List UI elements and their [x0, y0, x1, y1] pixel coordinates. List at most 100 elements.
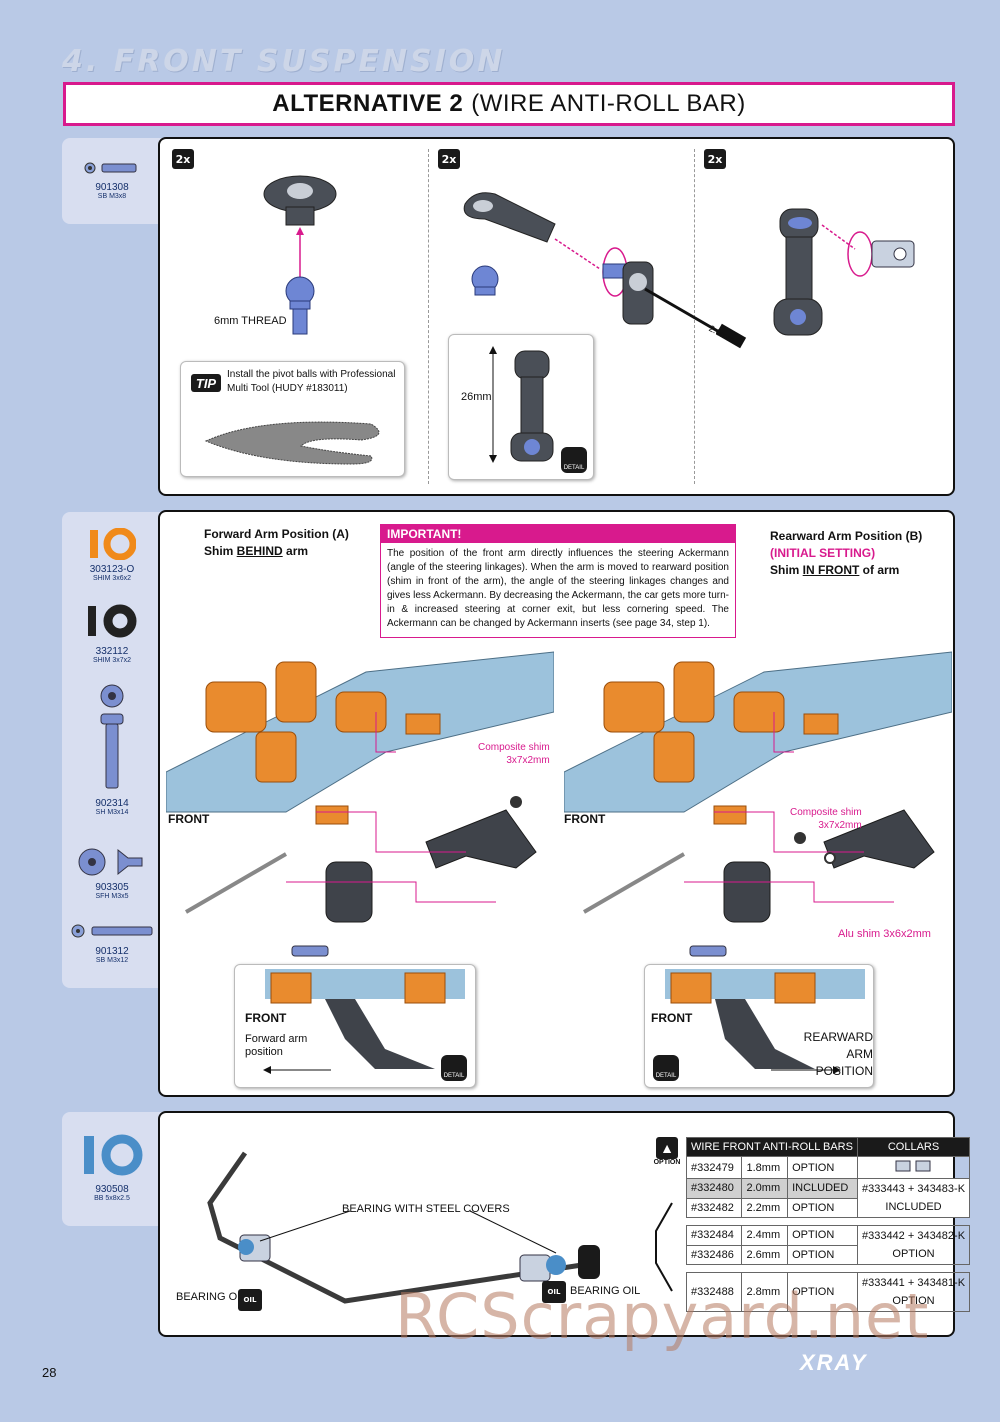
quantity-badge: 2x: [704, 149, 726, 169]
part-desc: SFH M3x5: [95, 893, 129, 900]
table-row: #332482 2.2mm OPTION: [685, 1197, 970, 1218]
table-header: COLLARS: [856, 1137, 971, 1157]
screw-icon: [84, 162, 137, 174]
part-desc: SHIM 3x7x2: [92, 657, 132, 664]
bracket-icon: [655, 1202, 673, 1292]
rod-end-length-illustration: [489, 346, 554, 463]
right-arrow: [771, 1066, 841, 1074]
important-box: IMPORTANT! The position of the front arm…: [380, 524, 736, 638]
forward-title: Forward Arm Position (A): [204, 527, 349, 541]
option-label: OPTION: [653, 1159, 681, 1166]
collar-icons: [856, 1156, 971, 1179]
front-label: FRONT: [168, 812, 210, 826]
rearward-position-heading: Rearward Arm Position (B) (INITIAL SETTI…: [770, 528, 922, 579]
rear-shim-note: Shim IN FRONT of arm: [770, 563, 900, 577]
part-desc: BB 5x8x2.5: [94, 1195, 130, 1202]
part-desc: SB M3x12: [95, 957, 129, 964]
step3-panel: BEARING WITH STEEL COVERS BEARING OIL BE…: [158, 1111, 971, 1337]
oil-icon: OIL: [238, 1289, 262, 1311]
quantity-badge: 2x: [172, 149, 194, 169]
multi-tool-illustration: [204, 421, 380, 465]
table-header: WIRE FRONT ANTI-ROLL BARS: [686, 1137, 858, 1157]
page-number: 28: [42, 1365, 57, 1380]
rearward-arm-position-label: REARWARD ARM POSITION: [803, 1030, 873, 1078]
part-number: 930508: [95, 1184, 129, 1195]
forward-arm-position-label: Forward arm position: [245, 1033, 308, 1058]
rearward-arm-detail-illustration: [665, 969, 865, 1069]
bearing-oil-label: BEARING OIL: [176, 1291, 247, 1303]
watermark: RCScrapyard.net: [395, 1280, 930, 1353]
part-number: 903305: [95, 882, 129, 893]
parts-column-step1: 901308 SB M3x8: [62, 138, 162, 224]
anti-roll-bar-table: WIRE FRONT ANTI-ROLL BARS COLLARS #33247…: [685, 1137, 971, 1312]
initial-setting-label: (INITIAL SETTING): [770, 546, 876, 560]
bearing-with-covers-label: BEARING WITH STEEL COVERS: [342, 1203, 510, 1215]
collar-cell: #333441 + 343481-K OPTION: [856, 1272, 971, 1312]
table-row: #332479 1.8mm OPTION: [685, 1156, 971, 1179]
bearing-icon: [84, 1134, 143, 1176]
banner-bold: ALTERNATIVE 2: [272, 90, 464, 117]
tip-text: Install the pivot balls with Professiona…: [227, 369, 396, 394]
socket-head-screw-icon: [100, 684, 124, 789]
thumbs-up-icon: ▲: [656, 1137, 678, 1159]
front-label: FRONT: [245, 1011, 287, 1025]
important-heading: IMPORTANT!: [381, 525, 735, 543]
parts-column-step3: 930508 BB 5x8x2.5: [62, 1112, 162, 1226]
quantity-badge: 2x: [438, 149, 460, 169]
alu-shim-label: Alu shim 3x6x2mm: [838, 928, 931, 940]
important-text: The position of the front arm directly i…: [387, 548, 729, 629]
part-number: 332112: [95, 646, 129, 657]
part-number: 901308: [95, 182, 129, 193]
table-row: #332486 2.6mm OPTION: [685, 1244, 970, 1265]
collar-icon: [895, 1160, 930, 1172]
bearing-oil-label: BEARING OIL: [570, 1285, 641, 1297]
section-title: 4. FRONT SUSPENSION: [62, 44, 506, 79]
table-row: #332484 2.4mm OPTION #333442 + 343482-K …: [685, 1225, 971, 1265]
part-desc: SH M3x14: [95, 809, 129, 816]
divider: [428, 149, 429, 484]
forward-position-heading: Forward Arm Position (A) Shim BEHIND arm: [204, 526, 349, 560]
forward-arm-detail-illustration: [265, 969, 465, 1069]
rearward-title: Rearward Arm Position (B): [770, 529, 923, 543]
part-number: 303123-O: [89, 564, 135, 575]
tip-box: TIP Install the pivot balls with Profess…: [180, 361, 405, 477]
option-marker: ▲ OPTION: [652, 1137, 682, 1166]
detail-icon: DETAIL: [561, 447, 587, 473]
front-label: FRONT: [564, 812, 606, 826]
rod-end-assembly-illustration: [463, 192, 747, 349]
rearward-arm-assembly-illustration: [564, 651, 952, 957]
banner-subtitle: (WIRE ANTI-ROLL BAR): [471, 90, 746, 117]
button-head-screw-icon: [71, 924, 153, 938]
thread-label: 6mm THREAD: [214, 315, 287, 327]
length-label: 26mm: [461, 391, 492, 403]
black-shim-icon: [88, 604, 137, 638]
rod-end-pivot-ball-illustration: [263, 175, 337, 335]
step2-panel: Forward Arm Position (A) Shim BEHIND arm…: [158, 510, 955, 1097]
left-arrow: [263, 1066, 331, 1074]
step-banner: ALTERNATIVE 2 (WIRE ANTI-ROLL BAR): [63, 82, 955, 126]
part-desc: SHIM 3x6x2: [92, 575, 132, 582]
length-detail-box: 26mm DETAIL: [448, 334, 594, 480]
orange-shim-icon: [90, 528, 136, 560]
step1-panel: 2x 2x 2x 6mm THREAD TIP Install the pivo…: [158, 137, 955, 496]
detail-icon: DETAIL: [653, 1055, 679, 1081]
composite-shim-label: Composite shim 3x7x2mm: [478, 742, 550, 766]
parts-column-step2: 303123-O SHIM 3x6x2 332112 SHIM 3x7x2 90…: [62, 512, 162, 988]
rearward-arm-detail-box: FRONT REARWARD ARM POSITION DETAIL: [644, 964, 874, 1088]
part-number: 902314: [95, 798, 129, 809]
forward-arm-assembly-illustration: [166, 651, 554, 957]
anti-roll-bar-illustration: [207, 1151, 600, 1304]
oil-icon: OIL: [542, 1281, 566, 1303]
part-desc: SB M3x8: [97, 193, 127, 200]
collar-cell: #333443 + 343483-K INCLUDED: [856, 1178, 971, 1218]
collar-cell: #333442 + 343482-K OPTION: [856, 1225, 971, 1265]
composite-shim-label: Composite shim 3x7x2mm: [790, 807, 862, 831]
part-number: 901312: [95, 946, 129, 957]
front-label: FRONT: [651, 1011, 693, 1025]
forward-shim-note: Shim BEHIND arm: [204, 544, 309, 558]
table-row: #332480 2.0mm INCLUDED #333443 + 343483-…: [685, 1178, 971, 1218]
flat-head-screw-icon: [78, 848, 143, 876]
forward-arm-detail-box: FRONT Forward arm position DETAIL: [234, 964, 476, 1088]
xray-logo: XRAY: [800, 1350, 868, 1375]
rod-end-screw-illustration: [773, 208, 915, 336]
